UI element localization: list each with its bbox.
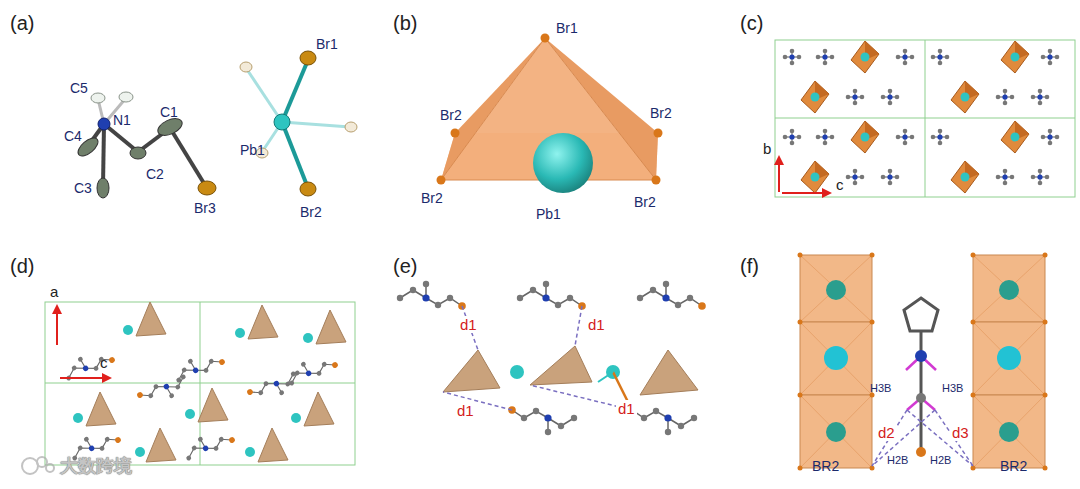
axis-label: b (763, 140, 771, 157)
axis-label: c (100, 354, 108, 371)
atom-label: Br2 (650, 105, 672, 121)
packing-view-ac (45, 302, 355, 467)
panel-label: (b) (393, 12, 417, 35)
atom-label: Br2 (440, 107, 462, 123)
axis-label: a (50, 283, 58, 300)
hydrogen-label: H3B (870, 382, 891, 395)
atom-label: C1 (160, 104, 178, 120)
distance-label: d1 (616, 400, 637, 417)
atom-label: Pb1 (240, 142, 265, 158)
hydrogen-label: H2B (887, 454, 908, 467)
atom-label: N1 (113, 112, 131, 128)
atom-label: BR2 (812, 458, 839, 474)
panel-label: (a) (10, 12, 34, 35)
panel-label: (e) (393, 255, 417, 278)
atom-label: BR2 (1000, 458, 1027, 474)
atom-label: Br3 (194, 200, 216, 216)
atom-label: C3 (74, 180, 92, 196)
atom-label: C5 (70, 80, 88, 96)
atom-label: C2 (146, 166, 164, 182)
panel-label: (c) (740, 12, 763, 35)
hydrogen-label: H2B (930, 454, 951, 467)
pb-coordination (240, 51, 357, 196)
axis-label: c (836, 176, 844, 193)
hydrogen-bond-view (798, 253, 1048, 471)
atom-label: C4 (64, 128, 82, 144)
hydrogen-label: H3B (942, 382, 963, 395)
panel-label: (f) (740, 255, 759, 278)
pyramid-polyhedron (437, 34, 663, 194)
distance-label: d1 (455, 402, 476, 419)
distance-label: d2 (876, 424, 897, 441)
distance-label: d1 (458, 316, 479, 333)
packing-view-bc (774, 40, 1075, 198)
distance-label: d3 (950, 424, 971, 441)
atom-label: Br1 (556, 20, 578, 36)
atom-label: Br2 (421, 190, 443, 206)
molecule-ellipsoids (75, 92, 216, 198)
halogen-contacts (397, 281, 706, 435)
atom-label: Br2 (300, 204, 322, 220)
watermark: 大数跨境 (60, 456, 132, 477)
panel-label: (d) (10, 255, 34, 278)
watermark-logo (22, 457, 54, 474)
atom-label: Br2 (634, 194, 656, 210)
atom-label: Pb1 (536, 206, 561, 222)
distance-label: d1 (586, 316, 607, 333)
atom-label: Br1 (316, 36, 338, 52)
